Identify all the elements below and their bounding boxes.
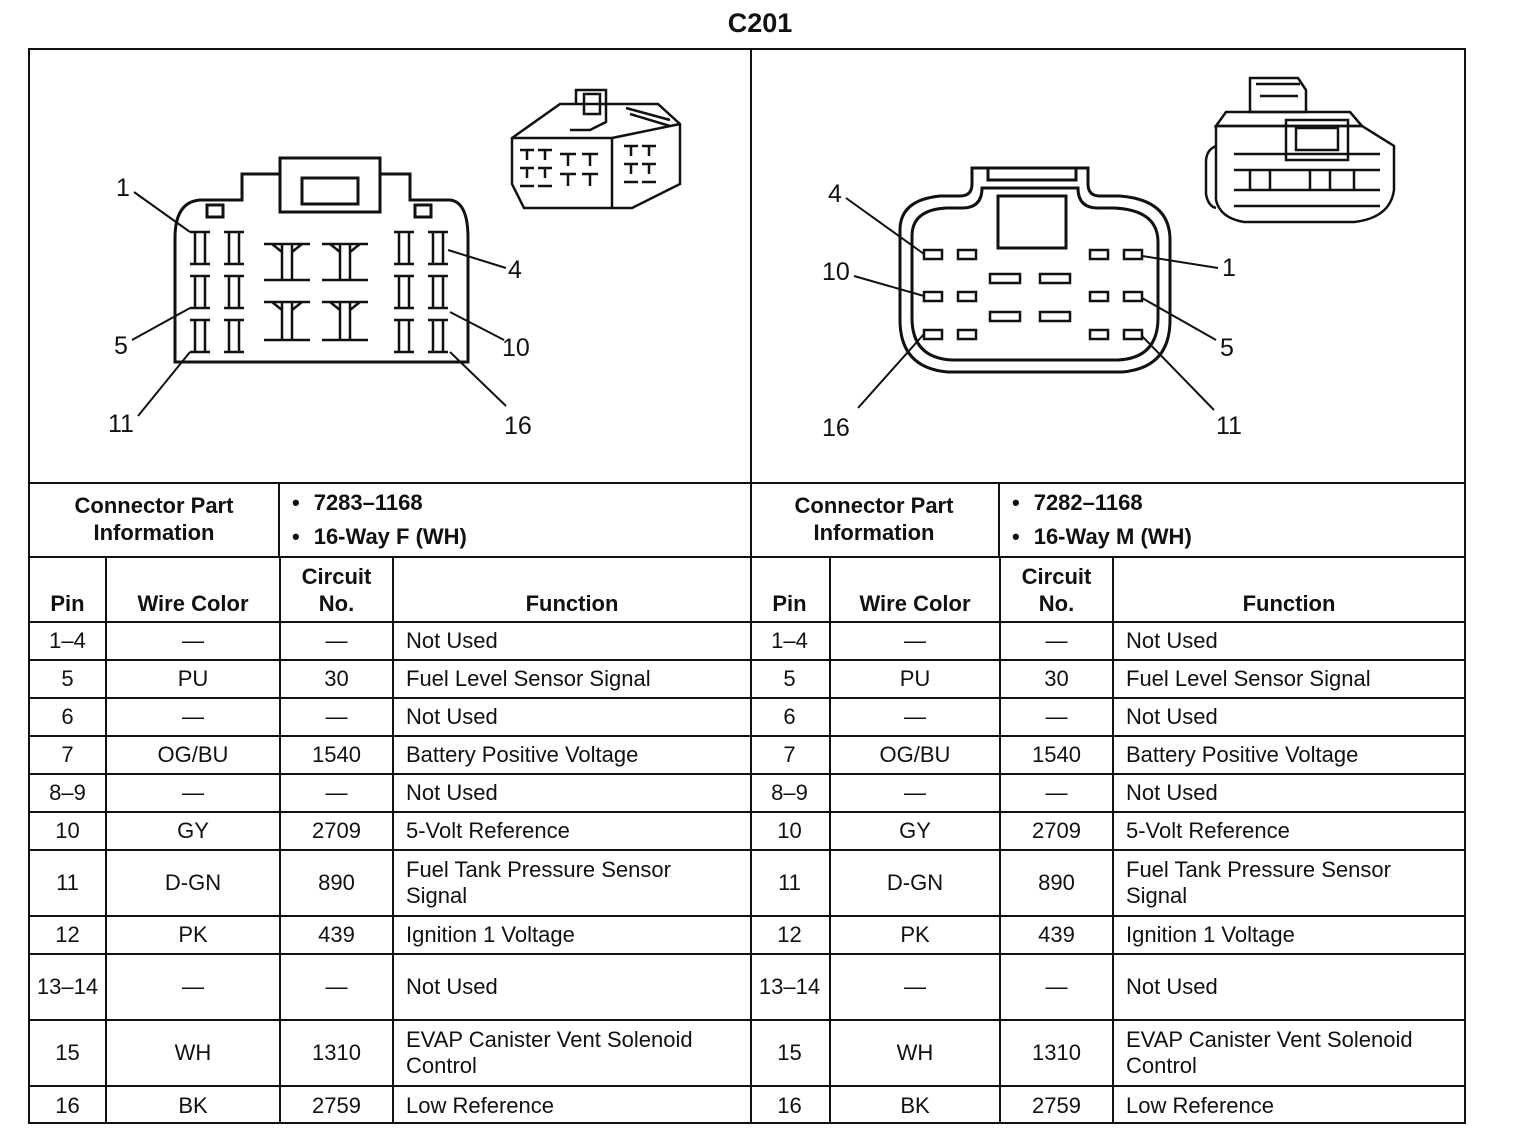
connector-housing <box>173 156 470 364</box>
connector-sheet: 1 4 5 10 11 16 <box>28 48 1466 1124</box>
table-row: 6——Not Used <box>30 697 750 737</box>
part-number: 7283–1168 <box>292 486 467 520</box>
connector-type: 16-Way M (WH) <box>1012 520 1192 554</box>
pin-callout-11: 11 <box>108 410 134 438</box>
header-pin: Pin <box>750 558 831 623</box>
female-connector-illustration <box>510 88 682 210</box>
right-connector-panel: 4 1 10 5 16 11 <box>750 50 1464 1124</box>
connector-type: 16-Way F (WH) <box>292 520 467 554</box>
right-connector-drawing: 4 1 10 5 16 11 <box>750 50 1464 484</box>
female-connector-face-diagram: 1 4 5 10 11 16 <box>108 88 682 440</box>
header-wire-color: Wire Color <box>105 558 281 623</box>
table-row: 8–9——Not Used <box>30 773 750 813</box>
connector-housing <box>898 166 1172 374</box>
pin-callout-5: 5 <box>1220 334 1234 362</box>
table-row: 13–14——Not Used <box>30 953 750 1021</box>
pin-callout-16: 16 <box>504 412 532 440</box>
pin-callout-leaders <box>845 197 1219 411</box>
header-function: Function <box>1112 558 1464 623</box>
table-row: 6——Not Used <box>750 697 1464 737</box>
pin-callout-1: 1 <box>116 174 130 202</box>
pin-callout-10: 10 <box>822 258 850 286</box>
right-connector-part-info: Connector Part Information 7282–1168 16-… <box>750 482 1464 558</box>
pin-callout-5: 5 <box>114 332 128 360</box>
header-pin: Pin <box>30 558 107 623</box>
table-row: 1–4——Not Used <box>30 621 750 661</box>
pin-callout-leaders <box>131 191 507 417</box>
pin-callout-4: 4 <box>828 180 842 208</box>
pin-callout-16: 16 <box>822 414 850 442</box>
male-connector-illustration <box>1204 76 1396 224</box>
female-terminals <box>190 230 448 354</box>
pin-callout-1: 1 <box>1222 254 1236 282</box>
connector-info-label: Connector Part Information <box>794 493 954 545</box>
male-connector-face-diagram: 4 1 10 5 16 11 <box>822 76 1396 442</box>
left-connector-drawing: 1 4 5 10 11 16 <box>30 50 750 484</box>
header-function: Function <box>392 558 750 623</box>
table-row: 8–9——Not Used <box>750 773 1464 813</box>
table-row: 13–14——Not Used <box>750 953 1464 1021</box>
part-number: 7282–1168 <box>1012 486 1192 520</box>
table-row: 1–4——Not Used <box>750 621 1464 661</box>
page-title: C201 <box>727 8 793 38</box>
male-terminals <box>922 248 1144 341</box>
pin-callout-10: 10 <box>502 334 530 362</box>
left-connector-panel: 1 4 5 10 11 16 <box>30 50 752 1124</box>
header-wire-color: Wire Color <box>829 558 1001 623</box>
left-connector-part-info: Connector Part Information 7283–1168 16-… <box>30 482 750 558</box>
pin-callout-4: 4 <box>508 256 522 284</box>
connector-info-label: Connector Part Information <box>74 493 234 545</box>
pin-callout-11: 11 <box>1216 412 1242 440</box>
